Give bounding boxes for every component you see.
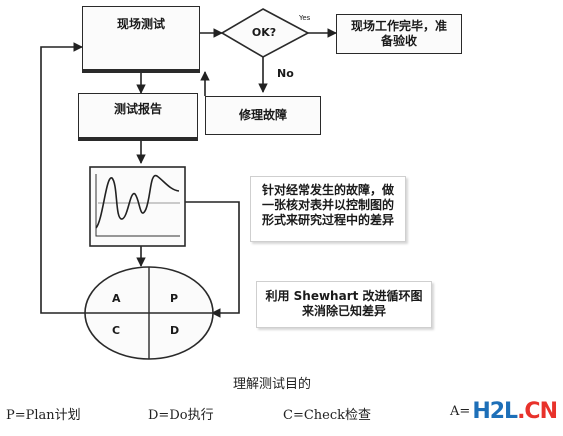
legend-plan: P=Plan计划 — [6, 408, 81, 423]
control-chart-box — [89, 166, 186, 247]
pdca-c-label: C — [112, 324, 121, 337]
control-chart-note-text: 针对经常发生的故障，做一张核对表并以控制图的形式来研究过程中的差异 — [261, 183, 394, 227]
arrow-feedback-loop — [40, 42, 85, 314]
decision-label: OK? — [251, 26, 277, 39]
figure-caption: 理解测试目的 — [233, 377, 312, 392]
control-chart-axes — [95, 174, 180, 237]
field-test-label: 现场测试 — [116, 17, 165, 31]
pdca-p-label: P — [170, 292, 179, 305]
yes-label: Yes — [299, 14, 311, 22]
complete-box: 现场工作完毕，准备验收 — [336, 14, 462, 54]
pdca-a-label: A — [112, 292, 121, 305]
watermark-logo: H2L.CN — [472, 399, 558, 424]
control-chart-note: 针对经常发生的故障，做一张核对表并以控制图的形式来研究过程中的差异 — [250, 176, 406, 242]
watermark-part1: H2L — [472, 399, 518, 424]
test-report-box: 测试报告 — [78, 93, 198, 138]
repair-label: 修理故障 — [238, 108, 287, 122]
field-test-box: 现场测试 — [82, 6, 200, 70]
decision-diamond — [220, 8, 310, 58]
arrow-note-to-pdca — [183, 201, 240, 318]
legend-act: A= — [450, 404, 471, 419]
legend-do: D=Do执行 — [148, 408, 214, 423]
shewhart-note-text: 利用 Shewhart 改进循环图来消除已知差异 — [265, 289, 423, 318]
legend-check: C=Check检查 — [283, 408, 372, 423]
test-report-label: 测试报告 — [113, 102, 162, 116]
no-label: No — [277, 67, 294, 80]
shewhart-note: 利用 Shewhart 改进循环图来消除已知差异 — [256, 281, 432, 328]
pdca-d-label: D — [170, 324, 180, 337]
watermark-part2: .CN — [517, 399, 558, 424]
repair-box: 修理故障 — [205, 96, 321, 135]
complete-label: 现场工作完毕，准备验收 — [350, 19, 447, 48]
control-chart-curve — [95, 174, 180, 229]
